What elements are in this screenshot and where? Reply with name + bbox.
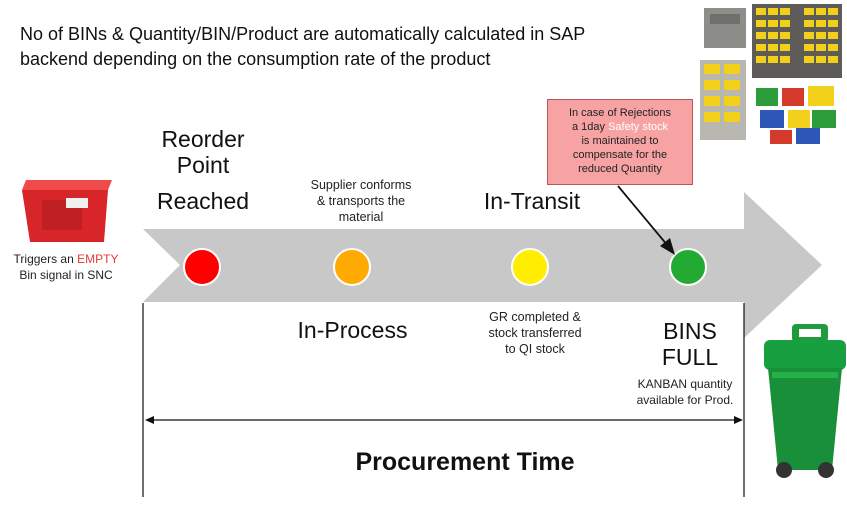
callout-line-1: In case of Rejections <box>568 107 672 119</box>
trigger-highlight: EMPTY <box>77 252 119 266</box>
supplier-note-line-2: & transports the <box>316 194 406 208</box>
stage-dot-in-process <box>333 248 371 286</box>
headline-line-1: No of BINs & Quantity/BIN/Product are au… <box>20 24 586 44</box>
callout-line-3: is maintained to <box>581 135 659 147</box>
bins-full-line-2: FULL <box>661 344 719 370</box>
procurement-time-label: Procurement Time <box>355 448 575 476</box>
stage-note-kanban: KANBAN quantity available for Prod. <box>618 376 752 408</box>
green-bin-icon <box>764 324 846 478</box>
gr-note-line-2: stock transferred <box>488 326 582 340</box>
headline-line-2: backend depending on the consumption rat… <box>20 49 491 69</box>
reorder-line-1: Reorder <box>161 126 245 152</box>
storage-bins-icon <box>700 4 842 144</box>
arrowhead-right <box>734 416 743 424</box>
stage-title-reorder: Reorder Point Reached <box>138 126 268 214</box>
supplier-note-line-3: material <box>338 210 384 224</box>
red-bin-icon <box>22 180 112 242</box>
gr-note-line-3: to QI stock <box>505 342 565 356</box>
safety-stock-callout: In case of Rejections a 1day Safety stoc… <box>547 99 693 185</box>
stage-title-in-transit: In-Transit <box>483 188 581 214</box>
stage-dot-bins-full <box>669 248 707 286</box>
kanban-note-line-1: KANBAN quantity <box>637 377 733 391</box>
reorder-line-3: Reached <box>156 188 250 214</box>
trigger-label: Triggers an EMPTY Bin signal in SNC <box>4 251 128 283</box>
reorder-line-2: Point <box>176 152 230 178</box>
bins-full-line-1: BINS <box>663 318 717 344</box>
trigger-prefix: Triggers an <box>13 252 78 266</box>
callout-line-2-prefix: a 1day <box>571 121 609 133</box>
callout-pointer-line <box>617 185 669 247</box>
stage-title-in-process: In-Process <box>297 317 408 343</box>
stage-note-supplier: Supplier conforms & transports the mater… <box>290 177 432 225</box>
callout-line-4: compensate for the <box>572 149 668 161</box>
callout-highlight: Safety stock <box>608 121 668 133</box>
callout-line-5: reduced Quantity <box>578 163 662 175</box>
timeline-arrow <box>143 192 822 338</box>
headline-text: No of BINs & Quantity/BIN/Product are au… <box>20 22 700 72</box>
callout-pointer-head <box>660 238 675 255</box>
supplier-note-line-1: Supplier conforms <box>310 178 412 192</box>
stage-dot-in-transit <box>511 248 549 286</box>
trigger-line-2: Bin signal in SNC <box>19 268 113 282</box>
arrowhead-left <box>145 416 154 424</box>
stage-note-gr: GR completed & stock transferred to QI s… <box>465 309 605 357</box>
gr-note-line-1: GR completed & <box>489 310 581 324</box>
kanban-note-line-2: available for Prod. <box>636 393 734 407</box>
stage-dot-reorder <box>183 248 221 286</box>
stage-title-bins-full: BINS FULL <box>640 318 740 370</box>
